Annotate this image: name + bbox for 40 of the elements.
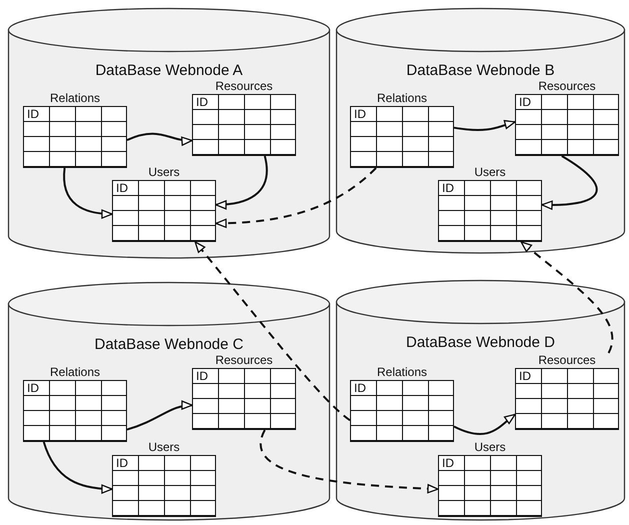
- table-title: Resources: [215, 353, 273, 367]
- table-title: Resources: [538, 79, 596, 93]
- arrow: [454, 414, 516, 435]
- arrow: [126, 401, 193, 431]
- table-title: Users: [474, 165, 506, 179]
- database-title: DataBase Webnode C: [94, 336, 244, 353]
- arrow: [520, 241, 614, 354]
- arrow: [215, 156, 268, 210]
- arrow: [541, 155, 598, 210]
- database-title: DataBase Webnode D: [406, 334, 555, 351]
- column-header: ID: [116, 181, 128, 195]
- column-header: ID: [354, 381, 366, 395]
- column-header: ID: [519, 369, 531, 383]
- table-title: Relations: [376, 91, 428, 105]
- arrow: [126, 132, 193, 146]
- arrow: [260, 430, 439, 494]
- arrow: [215, 167, 377, 228]
- column-header: ID: [116, 456, 128, 470]
- column-header: ID: [196, 369, 208, 383]
- table-title: Resources: [215, 79, 273, 93]
- arrow: [42, 442, 113, 494]
- column-header: ID: [27, 381, 39, 395]
- arrow: [194, 241, 351, 422]
- column-header: ID: [519, 95, 531, 109]
- table-title: Users: [474, 440, 506, 454]
- database-title: DataBase Webnode A: [95, 62, 243, 79]
- arrow: [454, 120, 516, 131]
- table-title: Resources: [538, 353, 596, 367]
- database-title: DataBase Webnode B: [406, 62, 555, 79]
- table-title: Relations: [50, 365, 100, 379]
- column-header: ID: [27, 107, 39, 121]
- column-header: ID: [354, 107, 366, 121]
- table-title: Relations: [376, 365, 428, 379]
- table-title: Users: [148, 440, 180, 454]
- column-header: ID: [442, 456, 454, 470]
- column-header: ID: [442, 181, 454, 195]
- arrow: [63, 168, 113, 218]
- table-title: Relations: [50, 91, 100, 105]
- table-title: Users: [148, 165, 180, 179]
- column-header: ID: [196, 95, 208, 109]
